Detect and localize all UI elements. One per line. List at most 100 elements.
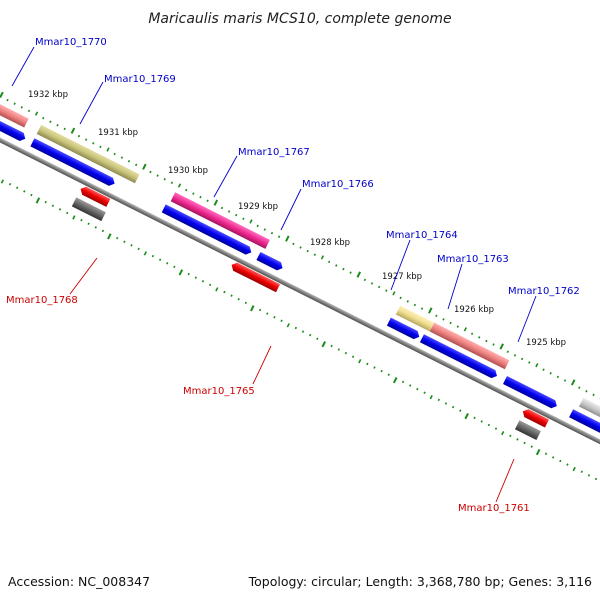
feature-bar-mmar10-1768 <box>71 197 106 222</box>
cds-forward-mmar10-1770 <box>0 115 26 141</box>
minor-tick <box>299 246 302 249</box>
genome-track <box>0 91 600 481</box>
minor-tick <box>478 336 481 339</box>
minor-tick <box>120 156 124 159</box>
minor-tick <box>594 477 598 481</box>
leader-line-mmar10-1768 <box>69 257 98 295</box>
scale-label: 1927 kbp <box>382 272 422 282</box>
minor-tick <box>235 213 238 217</box>
minor-tick <box>170 181 174 185</box>
gene-label-mmar10-1765[interactable]: Mmar10_1765 <box>183 386 255 397</box>
minor-tick <box>513 354 517 357</box>
gene-label-mmar10-1762[interactable]: Mmar10_1762 <box>508 286 580 297</box>
minor-tick <box>528 361 531 364</box>
gene-label-mmar10-1768[interactable]: Mmar10_1768 <box>6 295 78 306</box>
minor-tick <box>451 405 455 409</box>
minor-tick <box>266 312 269 315</box>
minor-tick <box>523 441 526 445</box>
cds-reverse-mmar10-1765 <box>231 262 281 293</box>
minor-tick <box>187 272 190 276</box>
cds-forward-next <box>569 409 600 439</box>
gene-label-mmar10-1763[interactable]: Mmar10_1763 <box>437 254 509 265</box>
minor-tick <box>280 319 283 323</box>
major-tick <box>107 233 112 240</box>
minor-tick <box>244 301 248 305</box>
minor-tick <box>406 300 409 303</box>
minor-tick <box>134 163 138 167</box>
minor-tick <box>509 434 512 438</box>
minor-tick <box>72 215 76 220</box>
minor-tick <box>442 318 445 321</box>
major-tick <box>250 305 255 312</box>
map-title: Maricaulis maris MCS10, complete genome <box>148 11 451 27</box>
minor-tick <box>286 323 290 328</box>
minor-tick <box>34 111 39 116</box>
minor-tick <box>423 391 426 394</box>
minor-tick <box>92 142 95 145</box>
leader-line-mmar10-1763 <box>447 263 463 310</box>
minor-tick <box>237 297 240 301</box>
scale-ticks-upper <box>0 91 600 400</box>
minor-tick <box>330 344 333 348</box>
scale-ticks-lower <box>0 179 598 481</box>
leader-line-mmar10-1770 <box>11 46 35 87</box>
gene-label-mmar10-1770[interactable]: Mmar10_1770 <box>35 37 107 48</box>
gene-label-mmar10-1764[interactable]: Mmar10_1764 <box>386 230 458 241</box>
scale-label: 1930 kbp <box>168 166 208 176</box>
minor-tick <box>480 420 483 423</box>
cds-forward-mmar10-1767 <box>161 204 252 255</box>
feature-bar-mmar10-1769 <box>36 124 140 184</box>
minor-tick <box>535 363 539 368</box>
leader-line-mmar10-1764 <box>390 239 411 291</box>
major-tick <box>70 127 76 134</box>
scale-label: 1925 kbp <box>526 338 566 348</box>
cds-forward-mmar10-1764 <box>386 317 420 340</box>
minor-tick <box>387 373 390 376</box>
minor-tick <box>494 427 498 430</box>
minor-tick <box>520 357 524 361</box>
minor-tick <box>459 409 462 412</box>
minor-tick <box>377 285 381 289</box>
major-tick <box>142 163 147 170</box>
minor-tick <box>177 183 182 188</box>
major-tick <box>464 413 469 420</box>
minor-tick <box>309 333 312 337</box>
gene-label-mmar10-1769[interactable]: Mmar10_1769 <box>104 74 176 85</box>
genome-backbone <box>0 124 600 452</box>
gene-label-mmar10-1761[interactable]: Mmar10_1761 <box>458 503 530 514</box>
minor-tick <box>592 393 595 397</box>
minor-tick <box>327 260 331 264</box>
minor-tick <box>263 228 266 231</box>
scale-label: 1931 kbp <box>98 128 138 138</box>
minor-tick <box>358 359 362 364</box>
scale-labels: 1932 kbp 1931 kbp 1930 kbp 1929 kbp 1928… <box>28 90 566 348</box>
minor-tick <box>492 343 495 346</box>
feature-bar-mmar10-1763 <box>429 322 510 370</box>
minor-tick <box>8 182 12 186</box>
minor-tick <box>463 327 467 332</box>
minor-tick <box>392 291 396 296</box>
minor-tick <box>449 321 452 325</box>
major-tick <box>356 271 362 278</box>
minor-tick <box>106 147 110 152</box>
gene-label-mmar10-1767[interactable]: Mmar10_1767 <box>238 147 310 158</box>
minor-tick <box>416 387 419 391</box>
minor-tick <box>94 226 97 229</box>
minor-tick <box>366 362 369 366</box>
minor-tick <box>166 262 169 265</box>
minor-tick <box>487 423 491 427</box>
minor-tick <box>256 224 259 228</box>
gene-label-mmar10-1766[interactable]: Mmar10_1766 <box>302 179 374 190</box>
minor-tick <box>192 192 195 195</box>
minor-tick <box>158 258 162 261</box>
minor-tick <box>201 280 205 283</box>
minor-tick <box>342 267 345 271</box>
minor-tick <box>373 366 376 369</box>
minor-tick <box>409 384 412 387</box>
minor-tick <box>506 350 509 353</box>
minor-tick <box>437 398 440 402</box>
minor-tick <box>516 438 519 441</box>
leader-line-mmar10-1762 <box>517 295 537 343</box>
accession-label: Accession: NC_008347 <box>8 574 150 589</box>
